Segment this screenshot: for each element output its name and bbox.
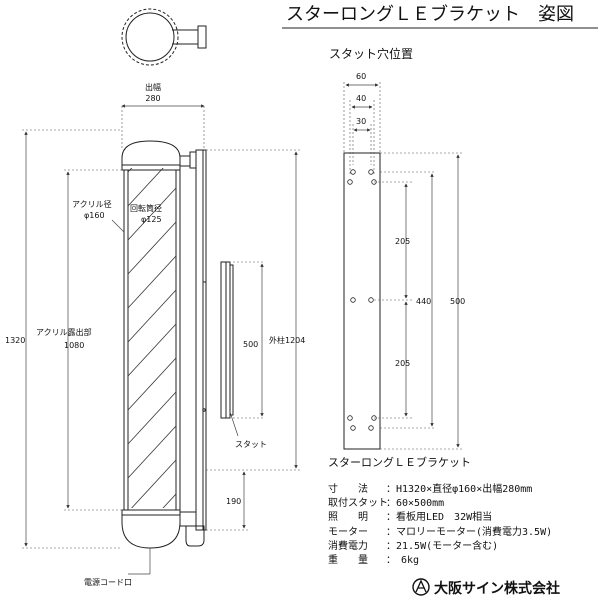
spec-row: 重 量 ： 6kg [328,554,419,568]
spec-row: 寸 法 ：H1320×直径φ160×出幅280mm [328,483,532,497]
stripe-line [127,425,177,479]
stripe-line [127,289,177,343]
stud-hole-view: スタット穴位置 60 40 30 205 205 440 [329,46,465,450]
stud-holes [347,169,377,431]
outlet-width-label: 出幅 [145,82,161,92]
spec-key: 消費電力 [328,540,368,552]
pole-length-label: 外柱1204 [269,335,305,345]
spec-key: 照 明 [328,512,368,524]
barber-stripes [127,168,177,580]
spacing-440: 440 [416,297,431,306]
spec-row: 取付スタット：60×500mm [328,497,444,511]
stripe-line [127,168,164,207]
acrylic-exposed-value: 1080 [64,341,84,350]
stripe-line [128,528,176,580]
company-logo-icon [412,578,430,596]
stripe-line [127,357,177,411]
stripe-line [127,221,177,275]
spec-value: ：60×500mm [386,498,445,510]
spec-value: ：看板用LED 32W相当 [386,512,493,524]
spec-row: 照 明 ：看板用LED 32W相当 [328,511,492,525]
total-height-value: 1320 [5,336,25,345]
outlet-width-value: 280 [145,94,160,103]
acrylic-exposed-label: アクリル露出部 [36,327,92,337]
stud-length-value: 500 [243,340,258,349]
spec-key: 重 量 [328,555,368,566]
acrylic-dia-label: アクリル径 [72,199,112,209]
stripe-line [131,459,177,508]
spec-value: ：21.5W(モーター含む) [386,540,499,552]
acrylic-dia-value: φ160 [84,211,105,220]
company-name: 大阪サイン株式会社 [434,580,560,597]
drum-dia-value: φ125 [141,215,162,224]
stud-label: スタット [235,440,267,449]
spacing-205-lower: 205 [395,359,410,368]
stud-height-500: 500 [450,297,465,306]
spec-value: ：H1320×直径φ160×出幅280mm [386,484,533,495]
stripe-line [127,168,133,173]
bottom-gap-value: 190 [226,497,241,506]
stripe-line [127,187,177,241]
width-40: 40 [356,94,366,103]
spec-key: 寸 法 [328,484,368,495]
spec-value: ： 6kg [386,555,420,566]
stripe-line [127,255,177,309]
spec-row: 消費電力 ：21.5W(モーター含む) [328,540,498,554]
spec-key: モーター [328,526,368,538]
drum-dia-label: 回転筒径 [130,203,162,213]
stripe-line [162,493,177,508]
spacing-205-upper: 205 [395,237,410,246]
spec-value: ：マロリーモーター(消費電力3.5W) [386,526,553,538]
stripe-line [127,391,177,445]
side-view: 出幅 280 500 スタット [5,82,305,587]
company-logo [412,578,430,596]
top-view [121,8,207,66]
stripe-line [127,323,177,377]
cord-outlet-label: 電源コード口 [84,578,132,587]
spec-product-name: スターロングＬＥブラケット [328,456,471,469]
width-30: 30 [356,117,366,126]
spec-row: モーター ：マロリーモーター(消費電力3.5W) [328,526,552,540]
page-title: スターロングＬＥブラケット 姿図 [286,3,574,25]
width-60: 60 [356,72,366,81]
stud-view-title: スタット穴位置 [329,46,413,61]
spec-key: 取付スタット [328,498,388,510]
